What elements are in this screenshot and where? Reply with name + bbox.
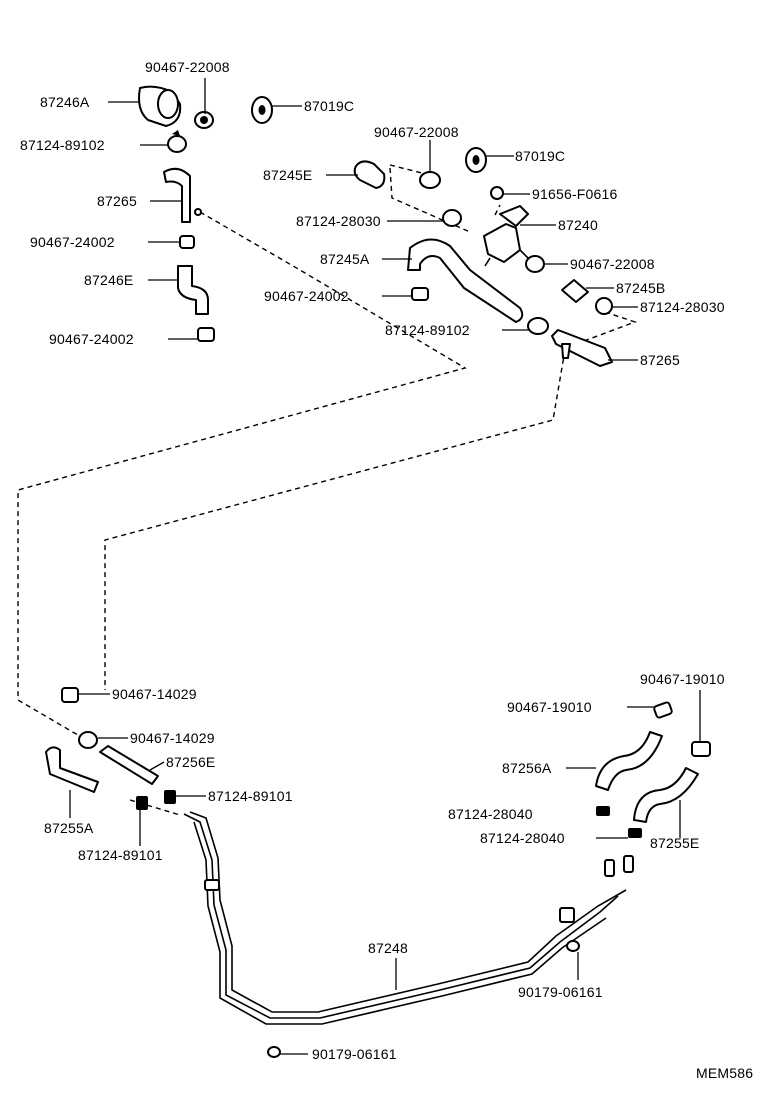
part-87246A-hose	[138, 85, 182, 127]
label-87256E: 87256E	[166, 754, 215, 770]
part-87245B-hose	[561, 279, 589, 303]
label-90467-22008-a: 90467-22008	[145, 59, 230, 75]
clamp-87124-89101-b	[136, 796, 148, 810]
label-87124-28030-b: 87124-28030	[640, 299, 725, 315]
part-87245A-hose	[407, 238, 524, 323]
label-87124-89101-a: 87124-89101	[208, 788, 293, 804]
hose-87256A	[595, 731, 663, 791]
drawing-code: MEM586	[696, 1065, 753, 1081]
label-90179-06161-a: 90179-06161	[518, 984, 603, 1000]
hose-87255E	[633, 767, 699, 823]
part-87265-elbow-left	[163, 167, 202, 223]
label-90467-14029-b: 90467-14029	[130, 730, 215, 746]
dashed-routing-lines	[17, 164, 638, 816]
label-87019C-a: 87019C	[304, 98, 354, 114]
label-87124-89101-b: 87124-89101	[78, 847, 163, 863]
label-90179-06161-b: 90179-06161	[312, 1046, 397, 1062]
clamp-87124-28030-b	[595, 297, 613, 315]
label-90467-22008-c: 90467-22008	[570, 256, 655, 272]
label-87246A: 87246A	[40, 94, 90, 110]
label-87124-28030-a: 87124-28030	[296, 213, 381, 229]
label-87245E: 87245E	[263, 167, 312, 183]
label-87255A: 87255A	[44, 820, 94, 836]
clip-90179-06161-b	[267, 1046, 281, 1058]
clamp-90467-22008-top	[194, 111, 214, 129]
label-91656-F0616: 91656-F0616	[532, 186, 618, 202]
label-90467-22008-b: 90467-22008	[374, 124, 459, 140]
label-87245A: 87245A	[320, 251, 370, 267]
clamp-90467-14029-b	[78, 731, 98, 749]
clamp-90467-22008-right	[525, 255, 545, 273]
label-90467-24002-b: 90467-24002	[264, 288, 349, 304]
label-87265-b: 87265	[640, 352, 680, 368]
label-87124-28040-b: 87124-28040	[480, 830, 565, 846]
clip-90179-06161-a	[566, 940, 580, 952]
label-87248: 87248	[368, 940, 408, 956]
clamp-90467-14029-a	[61, 687, 79, 703]
label-90467-19010-a: 90467-19010	[640, 671, 725, 687]
label-87019C-b: 87019C	[515, 148, 565, 164]
label-87124-28040-a: 87124-28040	[448, 806, 533, 822]
label-90467-24002-a: 90467-24002	[30, 234, 115, 250]
label-87255E: 87255E	[650, 835, 699, 851]
grommet-87019C-mid	[465, 147, 487, 173]
clamp-90467-19010-a	[653, 701, 673, 719]
label-87245B: 87245B	[616, 280, 665, 296]
part-87246E-hose	[177, 265, 209, 315]
clamp-87124-89101-a	[164, 790, 176, 804]
label-87256A: 87256A	[502, 760, 552, 776]
clamp-90467-19010-b	[691, 741, 711, 757]
clamp-87124-89102-top	[167, 130, 187, 153]
label-87246E: 87246E	[84, 272, 133, 288]
label-87240: 87240	[558, 217, 598, 233]
label-87124-89102-b: 87124-89102	[385, 322, 470, 338]
clamp-90467-24002-b	[411, 287, 429, 301]
label-87124-89102-a: 87124-89102	[20, 137, 105, 153]
part-number-labels: 90467-22008 87246A 87019C 87124-89102 90…	[20, 59, 753, 1081]
pipe-87265-right	[551, 329, 613, 367]
washer-91656-F0616	[490, 186, 504, 200]
leader-lines	[69, 78, 701, 1055]
label-90467-19010-b: 90467-19010	[507, 699, 592, 715]
clamp-87124-89102-mid	[527, 317, 549, 335]
label-90467-24002-c: 90467-24002	[49, 331, 134, 347]
hose-87255A	[45, 746, 99, 793]
hose-87256E	[99, 745, 159, 785]
clamp-90467-24002-a	[179, 235, 195, 249]
clamp-87124-28040-b	[628, 828, 642, 838]
label-87265-a: 87265	[97, 193, 137, 209]
label-90467-14029-a: 90467-14029	[112, 686, 197, 702]
clamp-90467-24002-c	[197, 327, 215, 342]
clamp-90467-22008-mid	[419, 171, 441, 189]
grommet-87019C-top	[251, 96, 273, 124]
clamp-87124-28030-a	[442, 209, 462, 227]
part-87245E-hose	[353, 160, 386, 189]
fuel-pipe-assembly-87248	[183, 811, 634, 1025]
valve-87240	[483, 205, 529, 267]
